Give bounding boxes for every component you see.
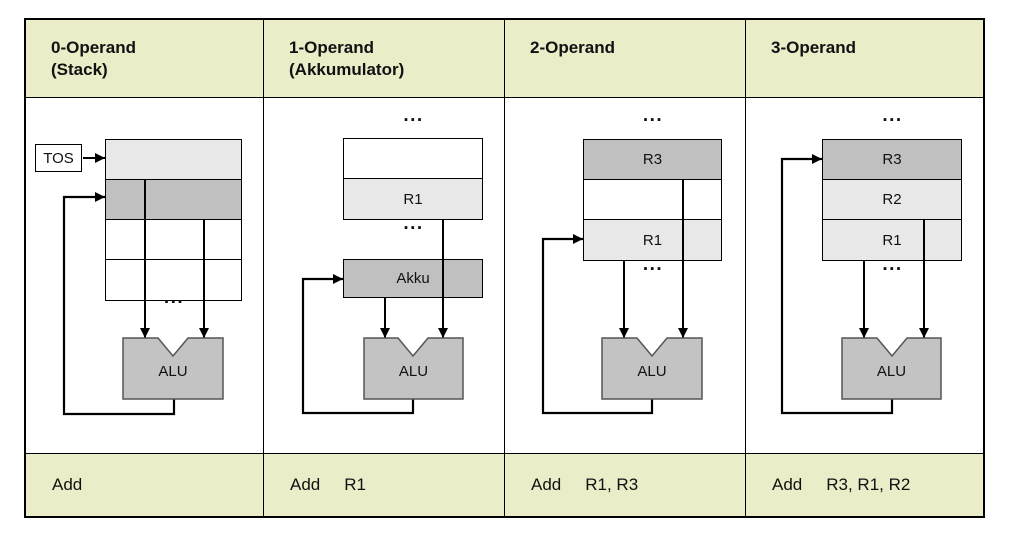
instruction-mnemonic: Add [772, 475, 803, 494]
akku-register: Akku [343, 259, 483, 298]
akku-label: Akku [396, 270, 430, 287]
register-file: R3 R2 R1 [822, 139, 962, 261]
ellipsis-top: ... [403, 105, 424, 126]
tos-box: TOS [35, 144, 82, 172]
register-file: R1 [343, 138, 483, 220]
instruction-3-operand: Add R3, R1, R2 [746, 454, 983, 516]
header-line1: 0-Operand [51, 38, 137, 57]
header-3-operand: 3-Operand [746, 20, 983, 98]
ellipsis-bottom: ... [882, 254, 903, 275]
ellipsis-bottom: ... [642, 254, 664, 275]
alu-label: ALU [158, 363, 188, 380]
header-line2: (Stack) [51, 60, 108, 80]
register-row: R2 [823, 180, 961, 220]
register-file: R3 R1 [583, 139, 722, 261]
stack-register-file [105, 139, 242, 301]
diagram-0-operand-stack: TOS ... ALU [26, 98, 264, 454]
ellipsis-top: ... [642, 105, 664, 126]
header-1-operand-akkumulator: 1-Operand (Akkumulator) [264, 20, 505, 98]
instruction-1-operand: Add R1 [264, 454, 505, 516]
instruction-0-operand: Add [26, 454, 264, 516]
register-row [106, 140, 241, 180]
header-2-operand: 2-Operand [505, 20, 746, 98]
alu-label: ALU [398, 363, 429, 380]
header-line1: 3-Operand [771, 38, 857, 57]
tos-label: TOS [43, 149, 74, 167]
instruction-2-operand: Add R1, R3 [505, 454, 746, 516]
instruction-operands: R1 [344, 475, 366, 494]
register-row: R3 [584, 140, 721, 180]
header-line1: 1-Operand [289, 38, 375, 57]
instruction-operands: R1, R3 [585, 475, 639, 494]
diagram-2-operand: ... R3 R1 ... ALU [505, 98, 746, 454]
instruction-mnemonic: Add [52, 475, 83, 494]
ellipsis-bottom: ... [403, 213, 424, 234]
register-row: R3 [823, 140, 961, 180]
diagram-1-operand-akkumulator: ... R1 ... Akku ALU [264, 98, 505, 454]
instruction-mnemonic: Add [290, 475, 321, 494]
header-0-operand-stack: 0-Operand (Stack) [26, 20, 264, 98]
header-line1: 2-Operand [530, 38, 616, 57]
header-line2: (Akkumulator) [289, 60, 405, 80]
operand-architecture-table: 0-Operand (Stack) 1-Operand (Akkumulator… [24, 18, 985, 518]
register-row [584, 180, 721, 220]
register-row [344, 139, 482, 179]
alu-label: ALU [876, 363, 907, 380]
alu-label: ALU [637, 363, 667, 380]
instruction-mnemonic: Add [531, 475, 562, 494]
instruction-operands: R3, R1, R2 [826, 475, 911, 494]
register-row: R1 [344, 179, 482, 219]
alu-output-feedback-arrow [301, 274, 415, 415]
ellipsis-top: ... [882, 105, 903, 126]
ellipsis-bottom: ... [163, 287, 185, 308]
register-row [106, 180, 241, 220]
diagram-3-operand: ... R3 R2 R1 ... ALU [746, 98, 983, 454]
register-row [106, 220, 241, 260]
